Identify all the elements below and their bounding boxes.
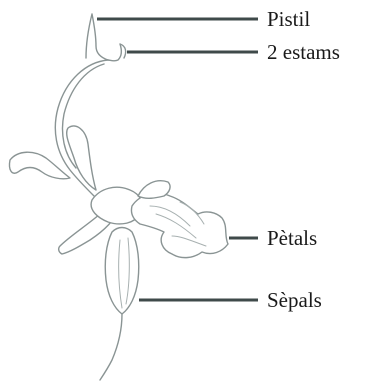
- sepals-label: Sèpals: [267, 288, 322, 312]
- stamens-drawing: [108, 44, 126, 61]
- upper-right-petal-drawing: [138, 181, 170, 199]
- left-inner-lobe-drawing: [67, 126, 96, 190]
- flower-illustration: [9, 14, 228, 380]
- pistil-drawing: [86, 14, 108, 60]
- pistil-label: Pistil: [267, 7, 310, 31]
- sepals-drawing: [105, 228, 139, 315]
- stem-drawing: [100, 314, 122, 380]
- stamens-label: 2 estams: [267, 40, 340, 64]
- petals-label: Pètals: [267, 226, 317, 250]
